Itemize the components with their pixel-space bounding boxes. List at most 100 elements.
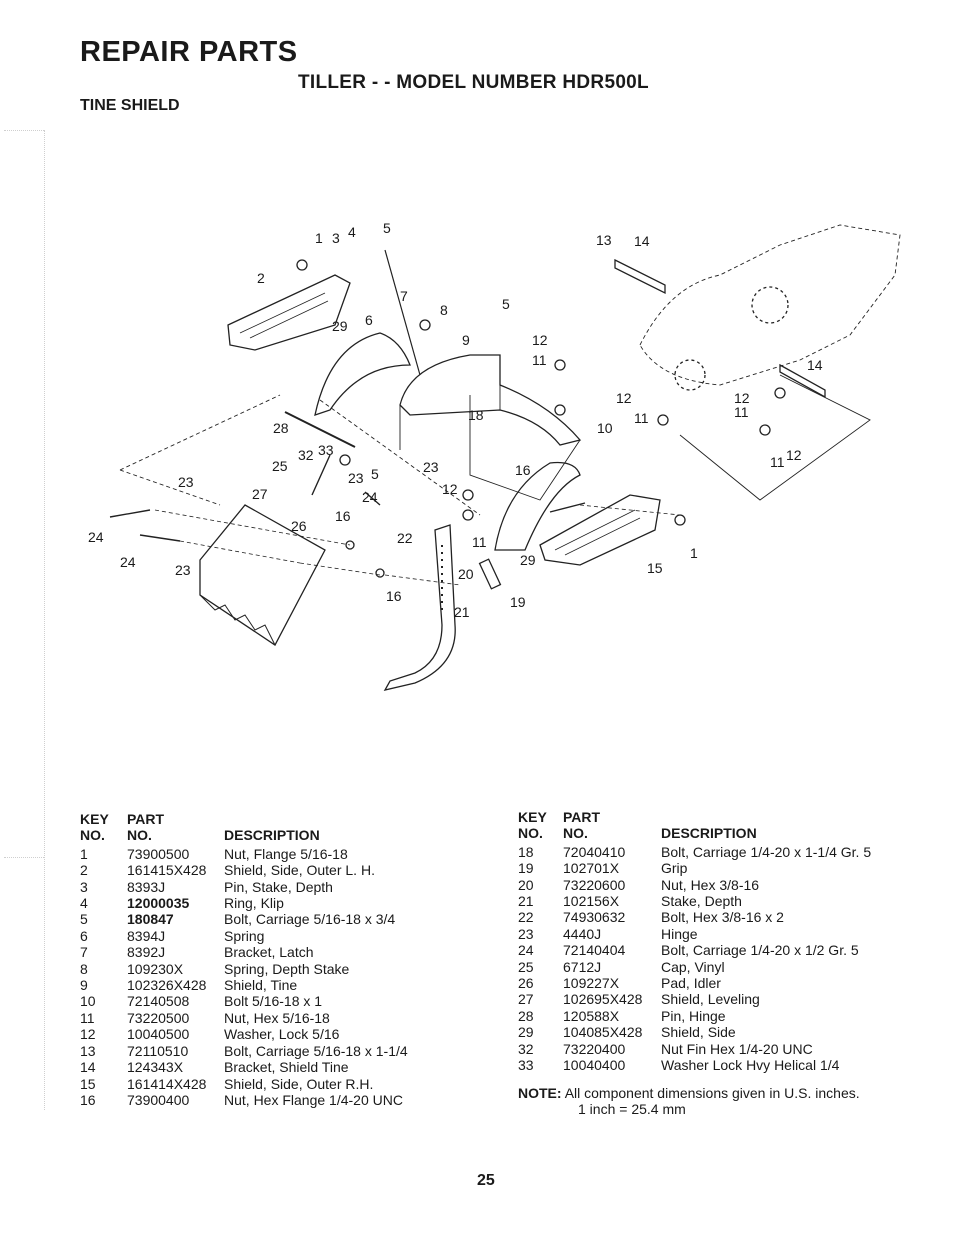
key-cell: 28: [518, 1007, 534, 1024]
key-cell: 24: [518, 942, 534, 959]
key-cell: 25: [518, 958, 534, 975]
key-cell: 10: [80, 993, 96, 1010]
description-cell: Shield, Side: [661, 1024, 736, 1041]
depth-stake: [383, 524, 456, 691]
exploded-parts-diagram: 1 3 4 5 2 29 6 7 8 9 5 13 14 12 11 14 12…: [80, 205, 910, 705]
description-cell: Shield, Side, Outer R.H.: [224, 1075, 374, 1092]
header-part: PART: [563, 809, 601, 825]
description-cell: Nut Fin Hex 1/4-20 UNC: [661, 1040, 813, 1057]
callout-5c: 5: [371, 466, 379, 482]
key-cell: 26: [518, 975, 534, 992]
callout-16c: 16: [386, 588, 402, 604]
table-row: 6 8394J Spring: [80, 928, 408, 944]
note-label: NOTE:: [518, 1085, 562, 1101]
key-cell: 32: [518, 1040, 534, 1057]
callout-22: 22: [397, 530, 413, 546]
section-heading: TINE SHIELD: [80, 97, 180, 114]
callout-11d: 11: [770, 454, 785, 470]
description-cell: Bolt, Hex 3/8-16 x 2: [661, 909, 784, 926]
part-number-cell: 10040400: [563, 1057, 626, 1074]
part-number-cell: 8394J: [127, 927, 166, 944]
callout-labels: 1 3 4 5 2 29 6 7 8 9 5 13 14 12 11 14 12…: [88, 220, 823, 620]
part-number-cell: 180847: [127, 911, 174, 928]
callout-12c: 12: [734, 390, 750, 406]
description-cell: Bolt, Carriage 1/4-20 x 1/2 Gr. 5: [661, 942, 859, 959]
table-row: 24 72140404 Bolt, Carriage 1/4-20 x 1/2 Gr…: [518, 942, 871, 958]
leveling-shield: [199, 504, 326, 646]
description-cell: Bolt, Carriage 5/16-18 x 3/4: [224, 911, 396, 928]
key-cell: 1: [80, 845, 88, 862]
key-cell: 27: [518, 991, 534, 1008]
callout-11c: 11: [634, 410, 649, 426]
callout-15: 15: [647, 560, 663, 576]
callout-4: 4: [348, 224, 356, 240]
part-number-cell: 102156X: [563, 893, 620, 910]
part-number-cell: 12000035: [127, 895, 190, 912]
callout-7: 7: [400, 288, 408, 304]
description-cell: Ring, Klip: [224, 895, 284, 912]
description-cell: Spring: [224, 927, 265, 944]
description-cell: Nut, Hex 5/16-18: [224, 1009, 330, 1026]
page-title: REPAIR PARTS: [80, 36, 298, 68]
callout-20: 20: [458, 566, 474, 582]
callout-27: 27: [252, 486, 268, 502]
description-cell: Bolt, Carriage 1/4-20 x 1-1/4 Gr. 5: [661, 843, 872, 860]
header-key: KEY: [518, 809, 547, 825]
header-key: KEY: [80, 811, 109, 827]
model-subtitle: TILLER - - MODEL NUMBER HDR500L: [298, 72, 649, 93]
part-number-cell: 104085X428: [563, 1024, 643, 1041]
description-cell: Shield, Leveling: [661, 991, 760, 1008]
part-number-cell: 10040500: [127, 1026, 190, 1043]
callout-29: 29: [332, 318, 348, 334]
part-number-cell: 102326X428: [127, 977, 207, 994]
description-cell: Stake, Depth: [661, 893, 742, 910]
part-number-cell: 73220400: [563, 1040, 626, 1057]
description-cell: Nut, Flange 5/16-18: [224, 845, 348, 862]
header-no: NO.: [518, 825, 543, 842]
description-cell: Shield, Tine: [224, 977, 298, 994]
description-cell: Pad, Idler: [661, 975, 721, 992]
description-cell: Spring, Depth Stake: [224, 960, 350, 977]
callout-11e: 11: [472, 534, 487, 550]
bracket-14-top: [614, 258, 666, 295]
key-cell: 19: [518, 860, 534, 877]
part-number-cell: 102701X: [563, 860, 620, 877]
callout-16b: 16: [335, 508, 351, 524]
part-number-cell: 8393J: [127, 878, 166, 895]
header-part: PART: [127, 811, 165, 827]
callout-11: 11: [532, 352, 547, 368]
description-cell: Bracket, Latch: [224, 944, 314, 961]
description-cell: Bracket, Shield Tine: [224, 1059, 349, 1076]
callout-2: 2: [257, 270, 265, 286]
part-number-cell: 72140404: [563, 942, 626, 959]
callout-25: 25: [272, 458, 288, 474]
key-cell: 22: [518, 909, 534, 926]
key-cell: 6: [80, 927, 88, 944]
key-cell: 21: [518, 893, 534, 910]
key-cell: 7: [80, 944, 88, 961]
description-cell: Hinge: [661, 925, 698, 942]
header-description: DESCRIPTION: [224, 827, 320, 844]
key-cell: 12: [80, 1026, 96, 1043]
part-number-cell: 120588X: [563, 1007, 620, 1024]
table-header-row-2: NO. NO. DESCRIPTION: [80, 827, 408, 843]
key-cell: 3: [80, 878, 88, 895]
table-row: 32 73220400 Nut Fin Hex 1/4-20 UNC: [518, 1041, 871, 1057]
part-number-cell: 109230X: [127, 960, 184, 977]
